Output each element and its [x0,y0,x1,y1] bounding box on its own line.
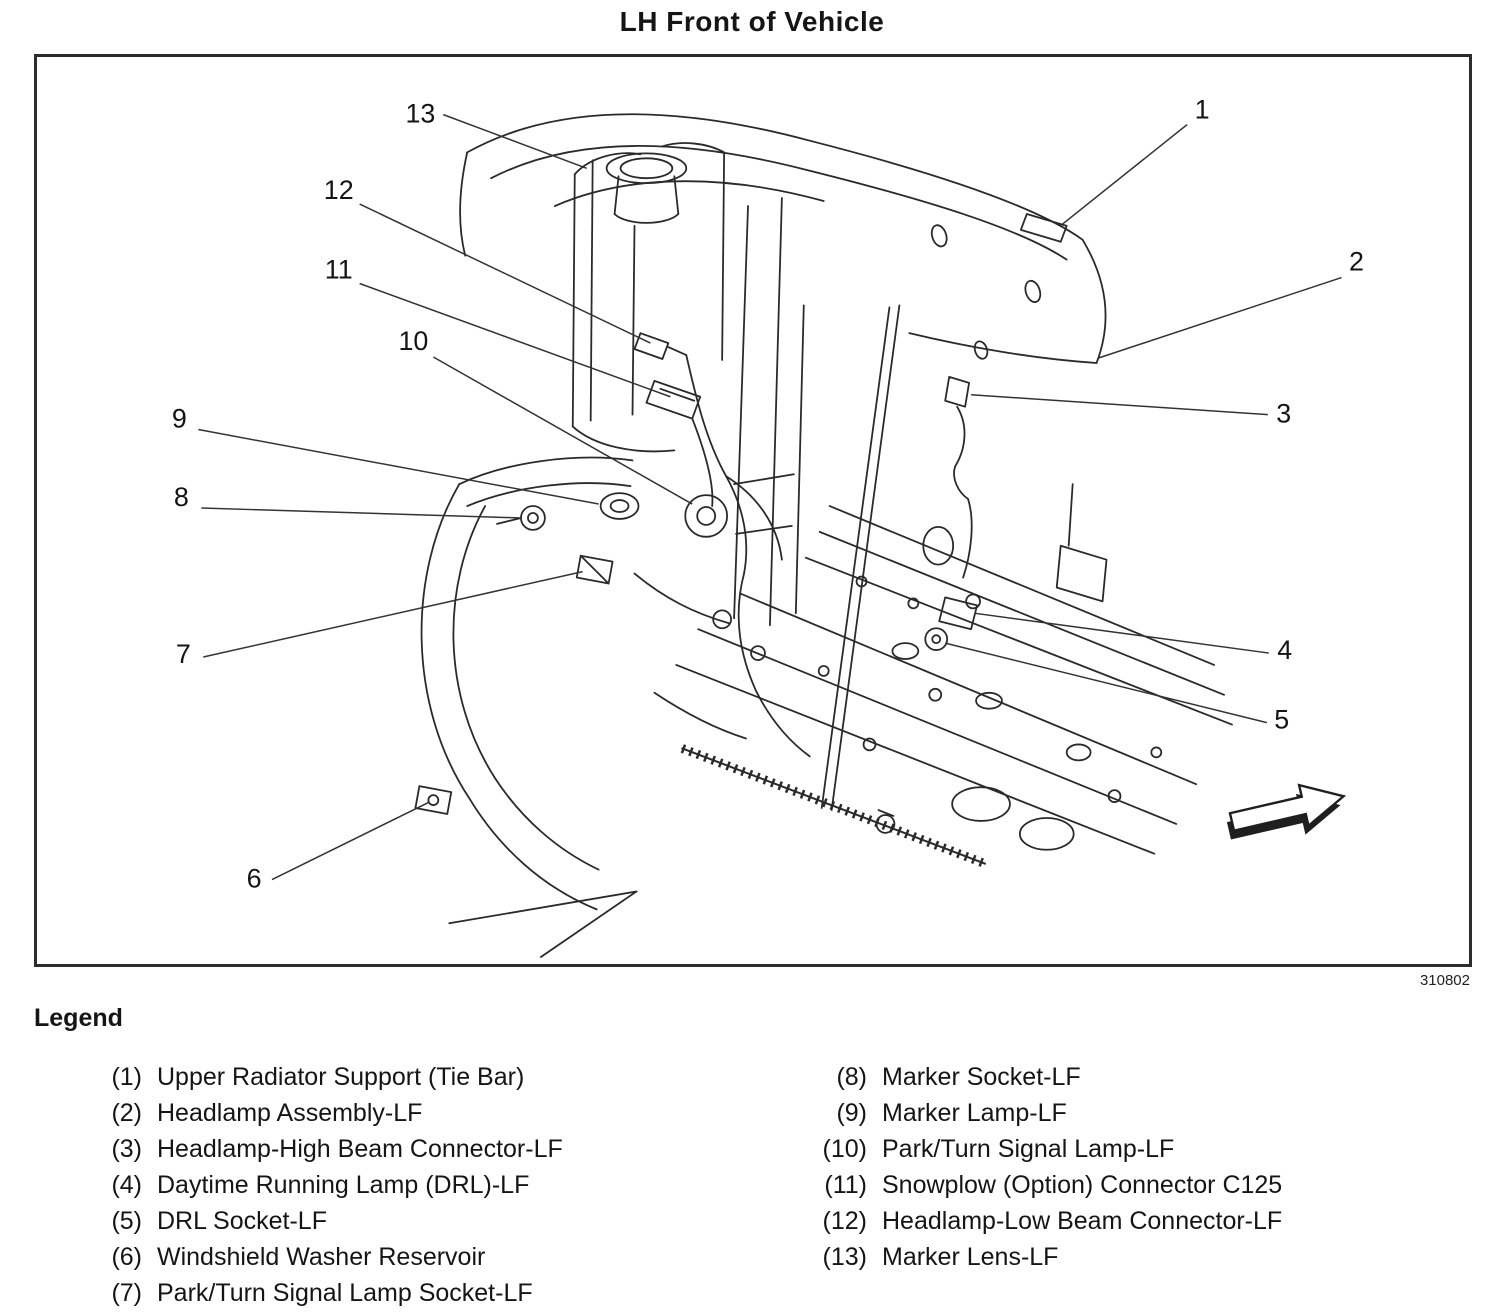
callout-12: 12 [324,175,651,344]
svg-text:9: 9 [172,404,187,434]
legend-item-label: Marker Socket-LF [882,1063,1081,1091]
legend-item-label: Marker Lens-LF [882,1243,1059,1271]
figure-number: 310802 [1419,972,1470,989]
legend-columns: (1) Upper Radiator Support (Tie Bar) (2)… [34,1059,1474,1311]
legend-item: (9) Marker Lamp-LF [799,1095,1474,1131]
svg-text:5: 5 [1274,705,1289,735]
legend-item: (13) Marker Lens-LF [799,1239,1474,1275]
legend-item: (8) Marker Socket-LF [799,1059,1474,1095]
callout-11: 11 [325,255,671,398]
callout-4: 4 [974,612,1292,665]
legend-item-number: (7) [111,1279,142,1307]
legend-item-label: Headlamp-Low Beam Connector-LF [882,1207,1283,1235]
wheel-well [420,456,638,958]
callout-5: 5 [945,642,1289,735]
drl-lamp [938,593,981,631]
svg-text:11: 11 [325,255,353,285]
legend-heading: Legend [34,1004,123,1032]
legend-item-number: (13) [822,1243,867,1271]
legend-item-label: Park/Turn Signal Lamp Socket-LF [157,1279,533,1307]
high-beam-connector [944,375,973,579]
svg-text:7: 7 [176,639,191,669]
legend-item: (4) Daytime Running Lamp (DRL)-LF [74,1167,799,1203]
legend-item-number: (8) [836,1063,867,1091]
legend-item: (7) Park/Turn Signal Lamp Socket-LF [74,1275,799,1311]
legend-item-number: (9) [836,1099,867,1127]
legend-item: (6) Windshield Washer Reservoir [74,1239,799,1275]
direction-arrow-icon [1226,783,1347,840]
svg-text:13: 13 [405,99,435,129]
washer-reservoir [571,142,726,453]
callout-6: 6 [247,801,430,894]
callout-2: 2 [1098,247,1364,359]
legend-item-number: (10) [822,1135,867,1163]
legend-item-label: Park/Turn Signal Lamp-LF [882,1135,1175,1163]
callout-9: 9 [172,404,599,505]
legend-item-number: (1) [111,1063,142,1091]
figure-box: 13 1 12 2 11 3 [34,54,1472,967]
legend-item-label: Upper Radiator Support (Tie Bar) [157,1063,525,1091]
legend-item-number: (11) [824,1171,867,1199]
legend-item-number: (5) [111,1207,142,1235]
page-title: LH Front of Vehicle [619,6,885,37]
legend-item: (2) Headlamp Assembly-LF [74,1095,799,1131]
prop-rod [820,304,901,811]
vehicle-artwork [414,113,1233,958]
legend-column-left: (1) Upper Radiator Support (Tie Bar) (2)… [34,1059,799,1311]
fender-panel [459,113,1107,364]
low-beam-connector [633,332,688,360]
legend-item: (11) Snowplow (Option) Connector C125 [799,1167,1474,1203]
legend-item-number: (4) [111,1171,142,1199]
svg-text:8: 8 [174,482,189,512]
legend-item-number: (6) [111,1243,142,1271]
park-turn-socket [575,554,614,585]
vehicle-diagram: 13 1 12 2 11 3 [172,95,1364,958]
svg-text:2: 2 [1349,247,1364,277]
legend-item: (1) Upper Radiator Support (Tie Bar) [74,1059,799,1095]
marker-lamp [599,492,640,520]
legend-item-label: Headlamp-High Beam Connector-LF [157,1135,563,1163]
svg-text:12: 12 [324,175,354,205]
legend-item-label: DRL Socket-LF [157,1207,327,1235]
callout-8: 8 [174,482,521,519]
svg-text:1: 1 [1195,95,1210,125]
svg-text:4: 4 [1277,635,1292,665]
snowplow-connector [645,379,702,420]
callout-3: 3 [971,394,1291,429]
legend-section: Legend (1) Upper Radiator Support (Tie B… [34,1004,1474,1311]
legend-item-label: Windshield Washer Reservoir [157,1243,486,1271]
legend-item-label: Headlamp Assembly-LF [157,1099,423,1127]
legend-item-label: Marker Lamp-LF [882,1099,1067,1127]
callouts: 13 1 12 2 11 3 [172,95,1364,894]
park-turn-lamp [684,494,729,538]
legend-item: (10) Park/Turn Signal Lamp-LF [799,1131,1474,1167]
reservoir-bracket [414,785,453,815]
callout-13: 13 [405,99,587,169]
callout-10: 10 [398,326,693,505]
legend-item: (5) DRL Socket-LF [74,1203,799,1239]
svg-text:10: 10 [398,326,428,356]
legend-item-number: (3) [111,1135,142,1163]
legend-item-label: Snowplow (Option) Connector C125 [882,1171,1283,1199]
legend-item: (3) Headlamp-High Beam Connector-LF [74,1131,799,1167]
tie-bar-rails [675,483,1233,855]
svg-text:3: 3 [1276,399,1291,429]
ribbed-hose [680,744,987,868]
legend-item: (12) Headlamp-Low Beam Connector-LF [799,1203,1474,1239]
drl-socket [924,627,949,651]
radiator-support-upright [733,197,805,627]
legend-item-number: (2) [111,1099,142,1127]
legend-item-number: (12) [822,1207,867,1235]
svg-text:6: 6 [247,864,262,894]
callout-7: 7 [176,570,583,669]
legend-item-label: Daytime Running Lamp (DRL)-LF [157,1171,530,1199]
callout-1: 1 [1062,95,1210,225]
legend-column-right: (8) Marker Socket-LF (9) Marker Lamp-LF … [799,1059,1474,1275]
wiring-harness [633,354,811,758]
